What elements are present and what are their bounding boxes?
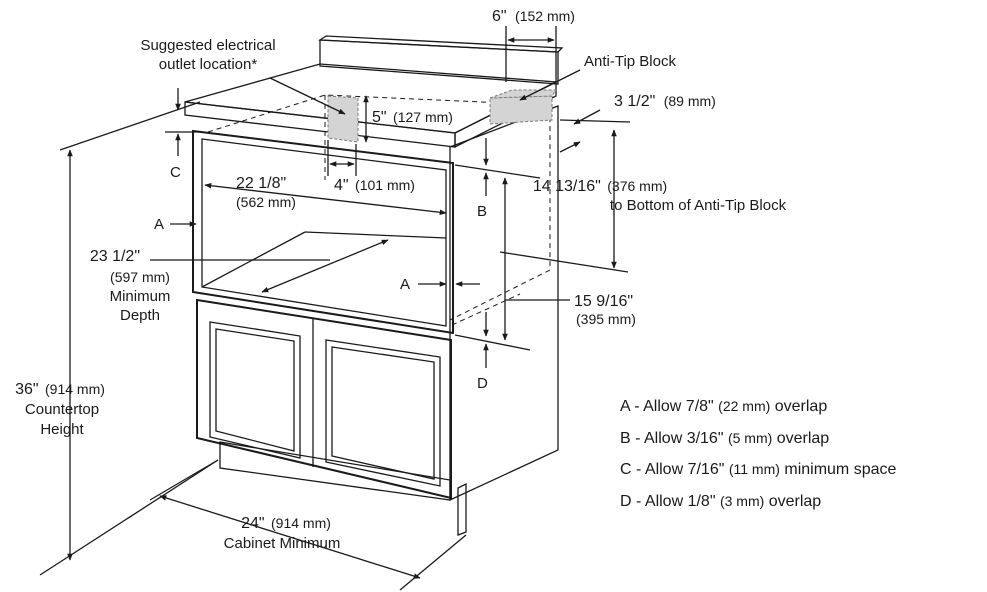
opening-depth-mm: (597 mm) xyxy=(110,269,170,285)
anti-tip-height-line2: to Bottom of Anti-Tip Block xyxy=(610,197,787,214)
labels: Suggested electrical outlet location* 6"… xyxy=(15,8,787,552)
opening-floor-back xyxy=(304,231,447,239)
countertop-height-label: 36" (914 mm) xyxy=(15,381,105,398)
block-depth-arrow-b xyxy=(559,141,581,153)
door-left-panel xyxy=(209,321,301,459)
outlet-height-label: 5" (127 mm) xyxy=(372,109,453,126)
opening-width-mm: (562 mm) xyxy=(236,194,296,210)
outlet-location-box xyxy=(327,95,359,143)
opening-width-arrow xyxy=(204,182,447,216)
marker-a-left: A xyxy=(154,216,164,233)
opening-depth-label: 23 1/2" xyxy=(90,248,140,265)
toe-kick xyxy=(219,441,451,501)
opening-frame xyxy=(192,129,454,335)
door-right-panel-inner xyxy=(331,346,435,480)
outlet-offset-label: 4" (101 mm) xyxy=(334,177,415,194)
block-width-label: 6" (152 mm) xyxy=(492,8,575,25)
countertop-height-line2: Countertop xyxy=(25,401,99,418)
legend: A - Allow 7/8" (22 mm) overlap B - Allow… xyxy=(620,398,897,510)
opening-height-mm: (395 mm) xyxy=(576,311,636,327)
lower-face-frame xyxy=(196,298,452,500)
anti-tip-leader xyxy=(519,69,581,101)
legend-item-b: B - Allow 3/16" (5 mm) overlap xyxy=(620,430,829,447)
hidden-range-outline xyxy=(207,94,551,321)
cabinet-width-arrow xyxy=(159,495,421,579)
outlet-leader xyxy=(269,77,346,115)
cabinet-side-panel xyxy=(449,105,559,502)
cabinet-width-line2: Cabinet Minimum xyxy=(224,535,341,552)
opening-depth-line3: Depth xyxy=(120,307,160,324)
marker-a-right: A xyxy=(400,276,410,293)
marker-c: C xyxy=(170,164,181,181)
hidden-range-bottom xyxy=(451,293,521,326)
opening-height-label: 15 9/16" xyxy=(574,293,633,310)
door-right-panel xyxy=(325,339,441,487)
door-left-panel-inner xyxy=(215,328,295,452)
anti-tip-height-label: 14 13/16" (376 mm) xyxy=(533,178,667,195)
outlet-label-line2: outlet location* xyxy=(159,56,258,73)
legend-item-c: C - Allow 7/16" (11 mm) minimum space xyxy=(620,461,897,478)
opening-depth-line2: Minimum xyxy=(110,288,171,305)
dimension-lines xyxy=(39,26,631,591)
block-depth-label: 3 1/2" (89 mm) xyxy=(614,93,716,110)
block-depth-arrow-a xyxy=(573,109,601,125)
legend-item-d: D - Allow 1/8" (3 mm) overlap xyxy=(620,493,821,510)
countertop-height-line3: Height xyxy=(40,421,84,438)
marker-b: B xyxy=(477,203,487,220)
anti-tip-block-top xyxy=(489,89,557,99)
toe-kick-end xyxy=(457,482,467,536)
legend-item-a: A - Allow 7/8" (22 mm) overlap xyxy=(620,398,827,415)
opening-depth-arrow xyxy=(261,239,389,293)
cabinet-width-label: 24" (914 mm) xyxy=(241,515,331,532)
anti-tip-label: Anti-Tip Block xyxy=(584,53,676,70)
marker-d: D xyxy=(477,375,488,392)
backsplash-top xyxy=(318,35,564,53)
opening-inner-edge xyxy=(201,138,447,327)
outlet-label-line1: Suggested electrical xyxy=(140,37,275,54)
opening-width-label: 22 1/8" xyxy=(236,175,286,192)
